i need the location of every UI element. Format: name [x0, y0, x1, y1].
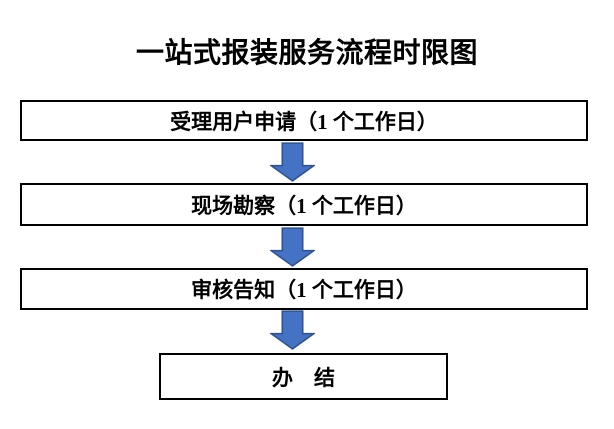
step-1-label: 受理用户申请（1 个工作日） — [170, 109, 438, 134]
down-arrow-icon — [270, 227, 315, 267]
step-4-box: 办 结 — [159, 353, 448, 400]
step-1-box: 受理用户申请（1 个工作日） — [20, 100, 588, 141]
down-arrow-icon — [270, 142, 315, 182]
step-2-label: 现场勘察（1 个工作日） — [191, 193, 417, 218]
step-3-label: 审核告知（1 个工作日） — [191, 278, 417, 302]
step-4-label: 办 结 — [272, 365, 335, 390]
step-3-box: 审核告知（1 个工作日） — [20, 268, 588, 310]
page-title: 一站式报装服务流程时限图 — [135, 38, 478, 69]
step-2-box: 现场勘察（1 个工作日） — [20, 183, 588, 226]
down-arrow-icon — [270, 310, 315, 350]
